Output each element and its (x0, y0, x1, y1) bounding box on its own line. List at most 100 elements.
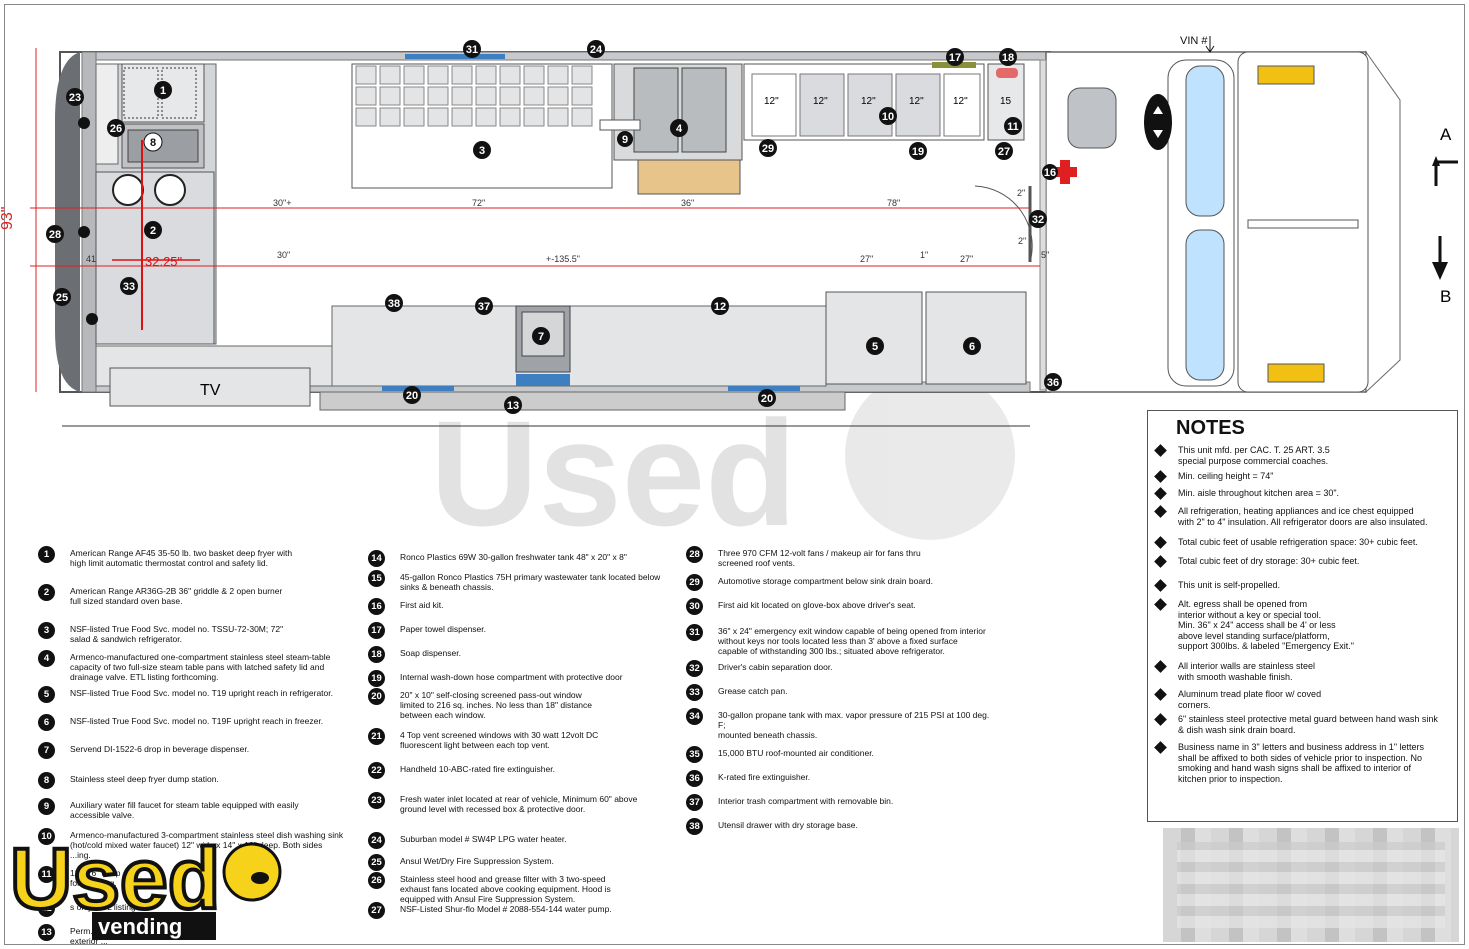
legend-text: Servend DI-1522-6 drop in beverage dispe… (70, 744, 250, 754)
legend-item-26: 26 Stainless steel hood and grease filter… (368, 872, 668, 904)
svg-text:2: 2 (150, 225, 156, 237)
legend-text: K-rated fire extinguisher. (718, 772, 811, 782)
tv (109, 367, 311, 407)
legend-text: NSF-listed True Food Svc. model no. T19 … (70, 688, 333, 698)
griddle-2 (95, 171, 215, 345)
legend-number-badge: 5 (38, 686, 55, 703)
legend-text: Stainless steel hood and grease filter w… (400, 874, 611, 904)
tv-label: TV (200, 382, 221, 399)
notes-title: NOTES (1176, 417, 1245, 439)
svg-text:9: 9 (622, 134, 628, 146)
note-item: This unit mfd. per CAC. T. 25 ART. 3.5 s… (1178, 445, 1456, 466)
legend-number-badge: 15 (368, 570, 385, 587)
marker-20a: 20 (403, 386, 421, 404)
svg-text:2": 2" (1017, 188, 1025, 198)
svg-text:25: 25 (56, 292, 68, 304)
legend-text: Grease catch pan. (718, 686, 788, 696)
legend-text: Interior trash compartment with removabl… (718, 796, 894, 806)
legend-text: Auxiliary water fill faucet for steam ta… (70, 800, 299, 820)
marker-13: 13 (504, 396, 522, 414)
drawing-sheet (4, 4, 1465, 945)
svg-text:27: 27 (998, 146, 1010, 158)
cutting-board (637, 159, 741, 195)
svg-text:23: 23 (69, 92, 81, 104)
svg-text:28: 28 (49, 229, 61, 241)
legend-number-badge: 36 (686, 770, 703, 787)
marker-26: 26 (107, 119, 125, 137)
legend-text: Stainless steel deep fryer dump station. (70, 774, 219, 784)
svg-text:30"+: 30"+ (273, 198, 291, 208)
floor-plan: Used VIN # A B 32.25" (0, 35, 1458, 540)
legend-number-badge: 12 (38, 900, 55, 917)
note-item: This unit is self-propelled. (1178, 580, 1456, 591)
legend-item-7: 7 Servend DI-1522-6 drop in beverage disp… (38, 742, 358, 759)
section-a-label: A (1440, 125, 1452, 144)
logo-word-vending: vending (98, 914, 182, 939)
svg-text:6: 6 (969, 341, 975, 353)
svg-text:10: 10 (882, 111, 894, 123)
cab-nose (1365, 50, 1401, 394)
legend-number-badge: 26 (368, 872, 385, 889)
svg-text:12": 12" (764, 96, 779, 107)
svg-text:31: 31 (466, 44, 478, 56)
dimension-lines (30, 48, 1040, 392)
marker-11: 11 (1004, 117, 1022, 135)
svg-text:11: 11 (1007, 121, 1019, 133)
svg-text:3: 3 (479, 145, 485, 157)
svg-text:33: 33 (123, 281, 135, 293)
legend-item-36: 36 K-rated fire extinguisher. (686, 770, 996, 787)
legend-number-badge: 30 (686, 598, 703, 615)
marker-6: 6 (963, 337, 981, 355)
width-dimension: 93" (0, 207, 16, 230)
legend-number-badge: 27 (368, 902, 385, 919)
marker-28: 28 (46, 225, 64, 243)
legend-number-badge: 1 (38, 546, 55, 563)
svg-text:27": 27" (960, 254, 973, 264)
legend-text: Utensil drawer with dry storage base. (718, 820, 858, 830)
legend-number-badge: 3 (38, 622, 55, 639)
legend-number-badge: 7 (38, 742, 55, 759)
note-item: 6" stainless steel protective metal guar… (1178, 714, 1456, 735)
note-item: All refrigeration, heating appliances an… (1178, 506, 1456, 527)
legend-number-badge: 28 (686, 546, 703, 563)
counter-13 (319, 391, 846, 411)
legend-text: Paper towel dispenser. (400, 624, 486, 634)
note-item: Alt. egress shall be opened from interio… (1178, 599, 1456, 652)
svg-text:38: 38 (388, 298, 400, 310)
svg-text:19: 19 (912, 146, 924, 158)
left-wall (81, 51, 97, 393)
marker-24: 24 (587, 40, 605, 58)
marker-9: 9 (617, 131, 633, 147)
pan-grid (355, 65, 593, 127)
legend-text: NSF-listed True Food Svc. model no. T19F… (70, 716, 324, 726)
legend-text: Armenco-manufactured one-compartment sta… (70, 652, 331, 682)
note-item: Aluminum tread plate floor w/ coved corn… (1178, 689, 1456, 710)
marker-1: 1 (154, 81, 172, 99)
svg-text:20: 20 (761, 393, 773, 405)
svg-text:+-135.5": +-135.5" (546, 254, 580, 264)
svg-text:2": 2" (1018, 236, 1026, 246)
marker-18: 18 (999, 48, 1017, 66)
legend-number-badge: 22 (368, 762, 385, 779)
marker-36: 36 (1044, 373, 1062, 391)
marker-32: 32 (1029, 210, 1047, 228)
marker-38: 38 (385, 294, 403, 312)
marker-7: 7 (532, 327, 550, 345)
headlight-bottom (1267, 363, 1325, 383)
svg-text:15: 15 (1000, 96, 1012, 107)
legend-number-badge: 23 (368, 792, 385, 809)
